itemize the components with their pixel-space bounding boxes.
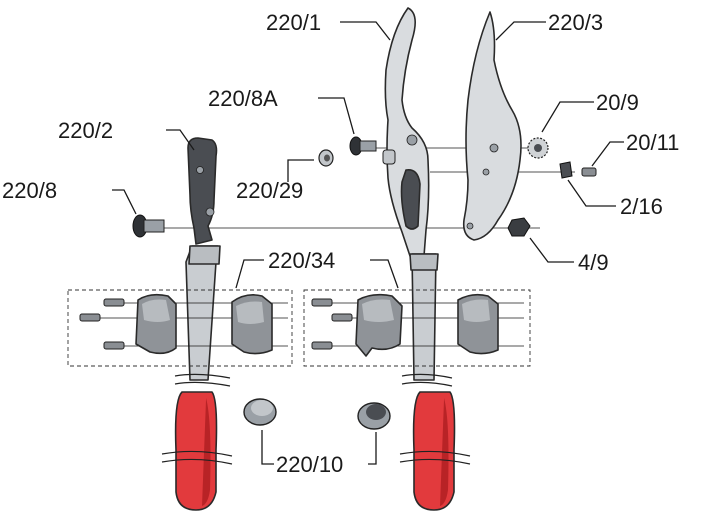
clamp-right-half-a-face [362,299,394,322]
label-220-34: 220/34 [268,248,335,273]
left-grip-break-2 [161,458,233,465]
part-220-3-hook [462,11,522,241]
clamp-left-screw-2 [79,313,101,322]
part-220-2-hole [196,166,204,174]
leader-220-10-right [368,432,377,465]
clamp-group-left-box [67,289,293,367]
right-handle-collar [409,253,439,271]
part-220-1-hole [406,134,418,146]
left-handle-tube [185,245,219,381]
part-220-3-hole-2 [482,168,490,176]
leader-220-34-left [235,259,264,289]
part-220-8a-bolt-shank [359,140,377,152]
clamp-left-half-b-face [236,301,264,324]
leader-220-8 [112,189,137,215]
label-20-11: 20/11 [626,130,679,155]
left-handle-collar [188,245,221,265]
part-220-10-cap-left-top [251,400,273,416]
part-220-29-washer-hole [324,154,330,162]
label-220-3: 220/3 [548,10,603,35]
leader-220-1 [340,21,391,41]
part-220-1-stud [382,149,396,165]
part-220-3-hole [489,143,499,153]
clamp-left-half-a-face [142,299,170,322]
leader-220-3 [495,21,546,41]
leader-220-29 [287,159,314,182]
part-220-3-hole-3 [466,222,474,230]
clamp-right-screw-3 [311,341,333,350]
clamp-group-right-box [303,289,531,367]
right-grip-break-1 [399,450,471,457]
leader-20-9 [541,101,594,133]
label-220-1: 220/1 [266,10,321,35]
part-220-1-slot [400,168,421,230]
part-2-16-clip [559,161,573,179]
leader-220-2 [166,129,195,151]
part-20-11-screw [581,167,597,177]
leader-2-16 [567,179,616,207]
clamp-right-screw-1 [311,298,333,307]
part-220-2-anvil [187,137,218,245]
label-220-8: 220/8 [2,178,57,203]
leader-20-11 [591,141,624,167]
part-4-9-nut [507,217,531,237]
clamp-right-half-b-face [462,299,490,322]
clamp-left-screw-3 [103,341,125,350]
label-220-29: 220/29 [236,178,303,203]
part-220-8-bolt-shank [143,219,165,233]
label-20-9: 20/9 [596,90,639,115]
clamp-right-screw-2 [331,313,353,322]
right-handle-tube [411,253,437,381]
label-220-10: 220/10 [276,452,343,477]
left-break-line-2 [174,381,231,387]
part-20-9-gear-hole [534,144,542,152]
label-220-8a: 220/8A [208,86,278,111]
leader-220-8a [318,97,355,135]
part-220-10-cap-right-top [366,404,386,420]
leader-4-9 [529,237,574,263]
right-break-line-1 [401,373,453,379]
right-grip-break-2 [399,458,471,465]
part-220-2-pivot-hole [205,207,215,217]
left-break-line-1 [174,373,231,379]
label-4-9: 4/9 [578,250,609,275]
leader-220-34-right [370,259,399,289]
clamp-left-screw-1 [103,298,125,307]
left-grip-break-1 [161,450,233,457]
label-220-2: 220/2 [58,118,113,143]
label-2-16: 2/16 [620,194,663,219]
right-break-line-2 [401,381,453,387]
leader-220-10-left [261,430,274,465]
